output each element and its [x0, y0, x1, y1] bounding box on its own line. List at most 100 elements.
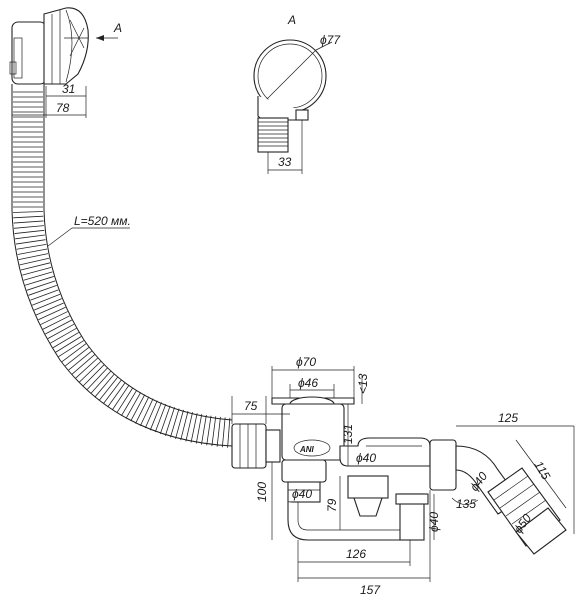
drain-body-height-label: 131	[341, 424, 355, 444]
hose-rib	[116, 387, 134, 414]
flex-hose	[11, 84, 233, 448]
hose-rib	[98, 376, 119, 401]
hose-rib	[144, 400, 158, 429]
hose-rib	[227, 417, 231, 448]
hose-rib	[170, 408, 180, 438]
hose-rib	[175, 409, 184, 439]
hose-rib	[201, 414, 207, 445]
hose-rib	[139, 398, 154, 427]
detail-view-label: A	[287, 13, 296, 27]
hose-rib	[164, 407, 175, 436]
hose-rib	[211, 416, 217, 447]
hose-rib	[103, 379, 122, 404]
total-span-label: 157	[360, 583, 381, 597]
flange-height-label: <13	[356, 373, 370, 394]
hose-rib	[159, 405, 171, 435]
trap-height-label: 100	[255, 482, 269, 502]
hose-rib	[86, 367, 108, 391]
hose-rib	[61, 343, 87, 363]
hose-rib	[33, 298, 62, 311]
detail-outlet-width-label: 33	[278, 155, 292, 169]
hose-rib	[195, 414, 203, 444]
overflow-total-depth-label: 78	[56, 101, 70, 115]
connector-offset-label: 75	[244, 399, 258, 413]
hose-rib	[40, 311, 68, 325]
drain-outer-diameter-label: ϕ70	[296, 355, 316, 369]
detail-view-a: A ϕ77 33	[253, 13, 341, 174]
cross-pipe-diameter-label: ϕ40	[356, 451, 376, 465]
hose-rib	[19, 257, 50, 266]
hose-rib	[107, 382, 126, 408]
hose-rib	[15, 239, 46, 245]
hose-rib	[90, 370, 112, 394]
overflow-depth-label: 31	[62, 82, 75, 96]
outlet-run-label: 125	[498, 411, 518, 425]
hose-rib	[185, 412, 193, 442]
trap-inlet-diameter-label: ϕ40	[292, 487, 312, 501]
view-marker-a: A	[113, 21, 122, 35]
hose-rib	[216, 416, 221, 447]
brand-logo: ANI	[299, 445, 315, 454]
detail-diameter-label: ϕ77	[320, 33, 341, 47]
hose-length-label: L=520 мм.	[74, 214, 131, 228]
hose-rib	[17, 248, 48, 255]
hose-rib	[55, 336, 82, 353]
overflow-dimensions: 31 78	[11, 82, 87, 118]
hose-rib	[15, 234, 45, 240]
hose-rib	[25, 276, 54, 286]
hose-rib	[16, 243, 47, 250]
hose-rib	[111, 384, 130, 411]
hose-rib	[23, 271, 53, 281]
hose-rib	[45, 319, 73, 335]
drain-dimensions: ϕ70 ϕ46 <13 131 75 100 ϕ40 79 ϕ40 ϕ40	[231, 355, 575, 597]
drain-assembly: ANI	[231, 396, 567, 555]
hose-rib	[20, 262, 51, 271]
hose-rib	[154, 403, 167, 433]
trap-depth-label: 79	[325, 498, 339, 512]
hose-rib	[71, 354, 95, 375]
reducer-ribs	[493, 475, 547, 525]
hose-rib	[149, 402, 162, 431]
outlet-rise-label: 115	[531, 459, 553, 483]
hose-rib	[135, 396, 150, 424]
outlet-angle-label: 135	[456, 497, 476, 511]
hose-rib	[206, 415, 212, 446]
hose-rib	[50, 327, 77, 344]
drain-inner-diameter-label: ϕ46	[298, 376, 318, 390]
hose-rib	[125, 392, 142, 419]
hose-rib	[75, 357, 99, 379]
hose-rib	[35, 302, 64, 316]
overflow-unit	[9, 7, 89, 85]
hose-ribs	[13, 91, 231, 448]
hose-rib	[26, 280, 56, 291]
hose-rib	[38, 306, 66, 321]
hose-rib	[13, 220, 44, 224]
hose-rib	[121, 389, 138, 416]
outlet-pipe-diameter-label: ϕ40	[427, 512, 441, 532]
hose-rib	[31, 293, 61, 306]
hose-rib	[130, 394, 146, 422]
hose-rib	[47, 323, 75, 339]
trap-span-label: 126	[346, 547, 366, 561]
hose-rib	[64, 347, 90, 367]
hose-rib	[30, 289, 59, 301]
hose-rib	[13, 211, 44, 213]
hose-rib	[22, 266, 52, 276]
hose-rib	[79, 361, 102, 383]
hose-rib	[94, 373, 115, 398]
hose-rib	[14, 229, 45, 234]
hose-rib	[52, 332, 79, 349]
hose-rib	[58, 340, 84, 358]
hose-rib	[14, 225, 44, 229]
hose-rib	[180, 410, 189, 441]
hose-rib	[13, 215, 44, 219]
hose-rib	[190, 413, 198, 443]
hose-rib	[42, 315, 70, 330]
hose-rib	[82, 364, 105, 387]
hose-rib	[28, 285, 57, 296]
hose-rib	[221, 417, 226, 448]
view-arrow: A	[96, 21, 122, 41]
hose-rib	[18, 253, 49, 261]
